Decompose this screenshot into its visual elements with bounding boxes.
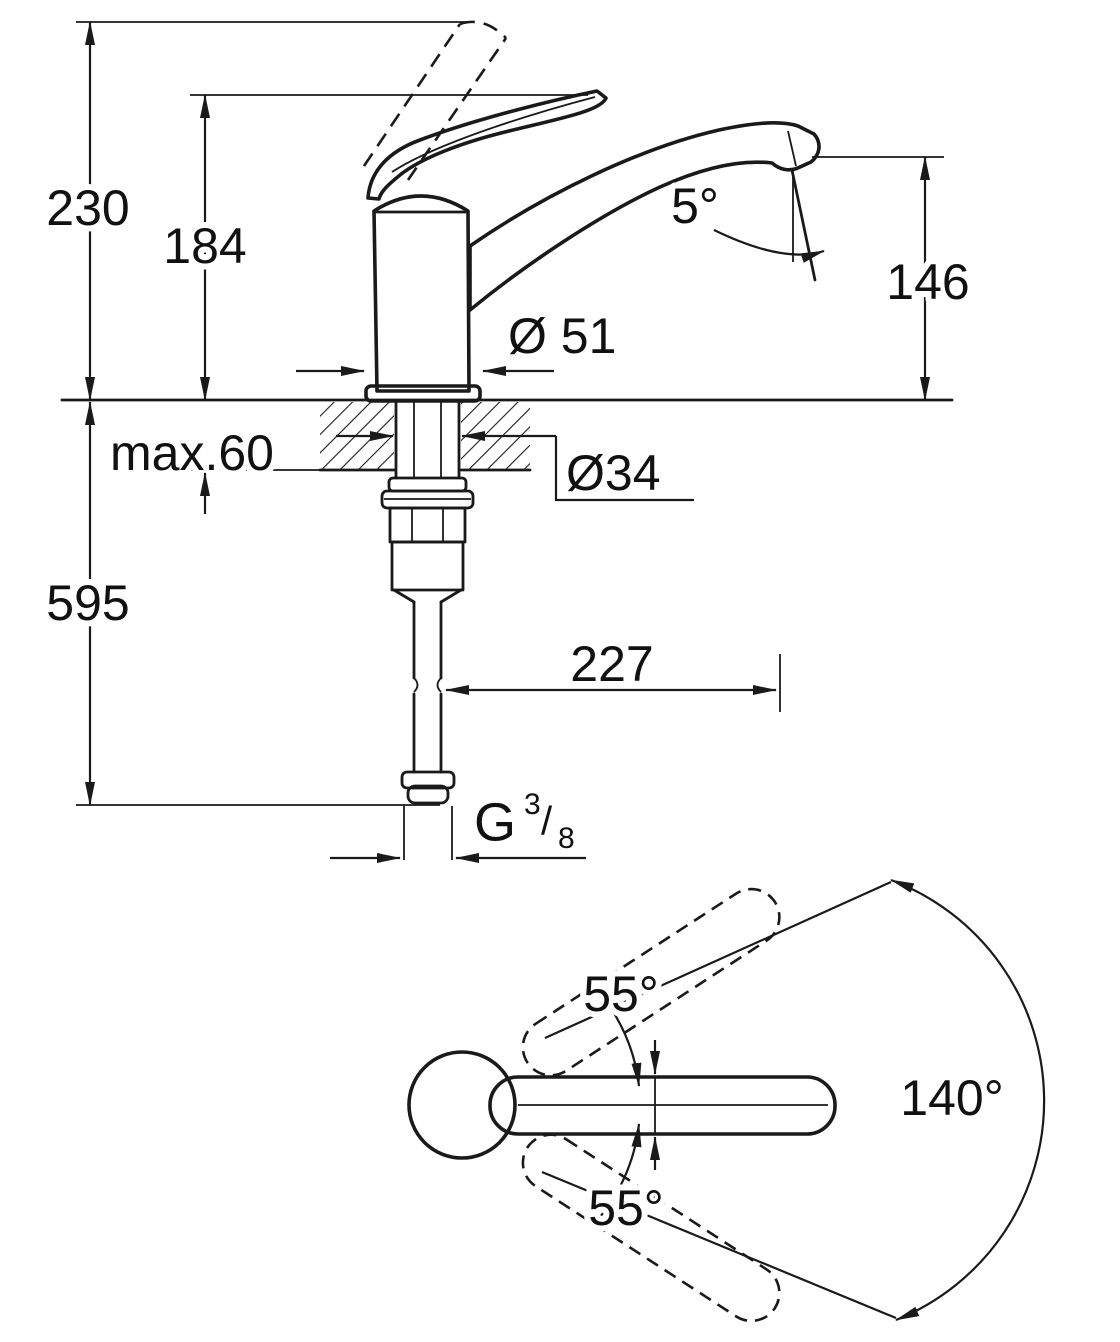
side-view-dimensions: 230 184 595 146 5° Ø 51 max.60 [40, 21, 976, 863]
dim-total-height: 595 [46, 575, 129, 631]
faucet-spout [468, 121, 821, 312]
thread-slash: / [541, 800, 553, 844]
pipe-break-marks [413, 677, 442, 693]
supply-fitting-upper [400, 770, 456, 790]
side-view: 230 184 595 146 5° Ø 51 max.60 [40, 20, 976, 863]
swivel-positions-dashed [521, 887, 781, 1323]
outlet-angle-arrow [713, 229, 825, 263]
top-view-swivel-diagram: 55° 140° 55° [407, 878, 1046, 1323]
supply-fitting-nut [406, 784, 450, 805]
handle-lever-detail-line [391, 96, 596, 173]
dim-max-deck-thickness: max.60 [110, 425, 274, 481]
swivel-body-top-view [407, 1050, 517, 1160]
swivel-upper-arc [597, 990, 642, 1087]
spout-position-lower [521, 1133, 781, 1323]
dim-body-height: 184 [163, 218, 246, 274]
thread-numerator: 3 [524, 788, 541, 821]
dim-spout-reach: 227 [570, 636, 653, 692]
spout-top-view [488, 1075, 837, 1136]
dim-outlet-height: 146 [886, 254, 969, 310]
under-counter-assembly [380, 399, 475, 860]
faucet-outline [362, 20, 821, 403]
dim-swivel-upper: 55° [583, 966, 659, 1022]
thread-denominator: 8 [558, 822, 575, 855]
swivel-range-arc [890, 878, 1046, 1322]
threaded-section [390, 540, 465, 592]
dim-swivel-total: 140° [900, 1070, 1003, 1126]
dim-base-diameter: Ø 51 [508, 308, 616, 364]
spout-position-upper [521, 887, 781, 1077]
handle-lever [366, 89, 608, 201]
dim-hole-diameter: Ø34 [566, 445, 661, 501]
aerator-seam [787, 130, 797, 167]
thread-prefix: G [474, 792, 516, 852]
dim-swivel-lower: 55° [588, 1180, 664, 1236]
dim-outlet-angle: 5° [671, 178, 719, 234]
dim-overall-height: 230 [46, 180, 129, 236]
swivel-lower-arc [599, 1123, 642, 1218]
faucet-base [364, 384, 482, 403]
